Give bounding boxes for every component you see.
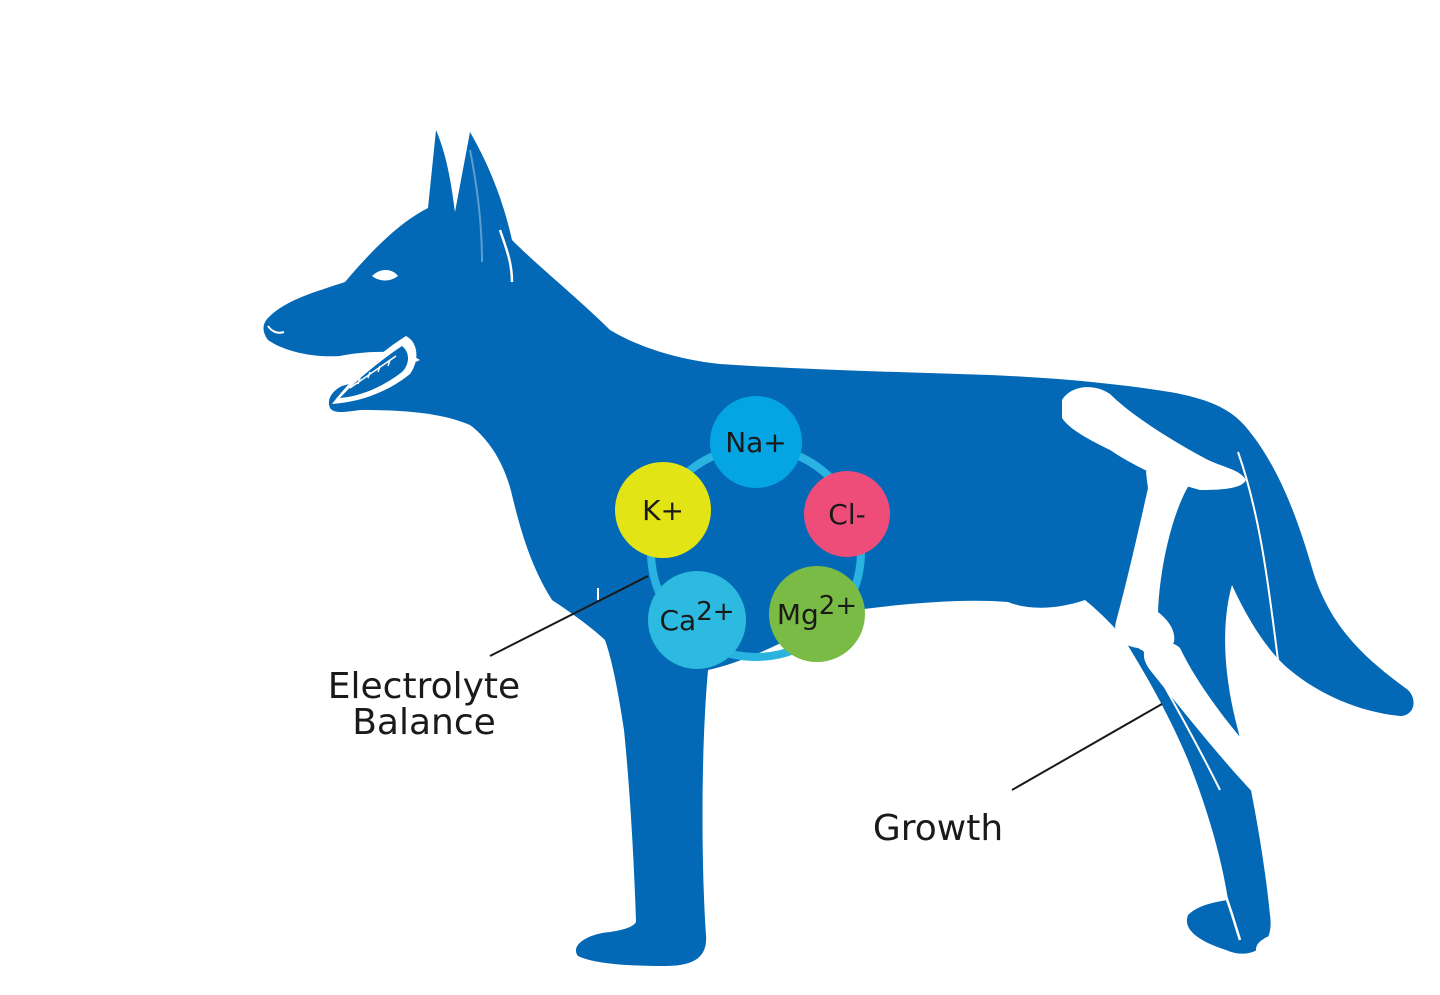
femur-bone (1115, 447, 1199, 653)
growth-label: Growth (873, 808, 1003, 849)
ion-cl: Cl- (804, 471, 890, 557)
ion-ca: Ca2+ (648, 571, 746, 669)
ion-cl-circle (804, 471, 890, 557)
pelvis-bone (1062, 387, 1246, 490)
ion-ca-label: Ca2+ (659, 597, 734, 637)
ion-k: K+ (615, 462, 711, 558)
ion-ca-circle (648, 571, 746, 669)
ion-k-circle (615, 462, 711, 558)
ion-mg-circle (769, 566, 865, 662)
toe-bones-2 (1288, 924, 1306, 948)
ear-outline (498, 229, 514, 283)
ion-na: Na+ (710, 396, 802, 488)
electrolyte-balance-label-line2: Balance (352, 702, 496, 743)
ion-group: Na+ Cl- Mg2+ Ca2+ K+ (615, 396, 890, 669)
ion-mg: Mg2+ (769, 566, 865, 662)
ion-na-circle (710, 396, 802, 488)
electrolyte-leader-line (489, 575, 649, 657)
ion-k-label: K+ (642, 494, 684, 527)
ear-detail (469, 149, 483, 263)
eye (372, 270, 398, 281)
teeth (349, 355, 397, 389)
tibia-bone (1143, 642, 1290, 811)
nose (267, 325, 285, 334)
ion-cl-label: Cl- (828, 498, 865, 531)
metatarsal-bone (1288, 776, 1310, 948)
growth-leader-line (1011, 703, 1163, 791)
ion-mg-label: Mg2+ (777, 591, 857, 631)
electrolyte-balance-label-line1: Electrolyte (328, 666, 520, 707)
hind-leg-outline (1083, 611, 1242, 941)
ion-na-label: Na+ (725, 426, 787, 459)
tail-detail (1237, 451, 1279, 661)
